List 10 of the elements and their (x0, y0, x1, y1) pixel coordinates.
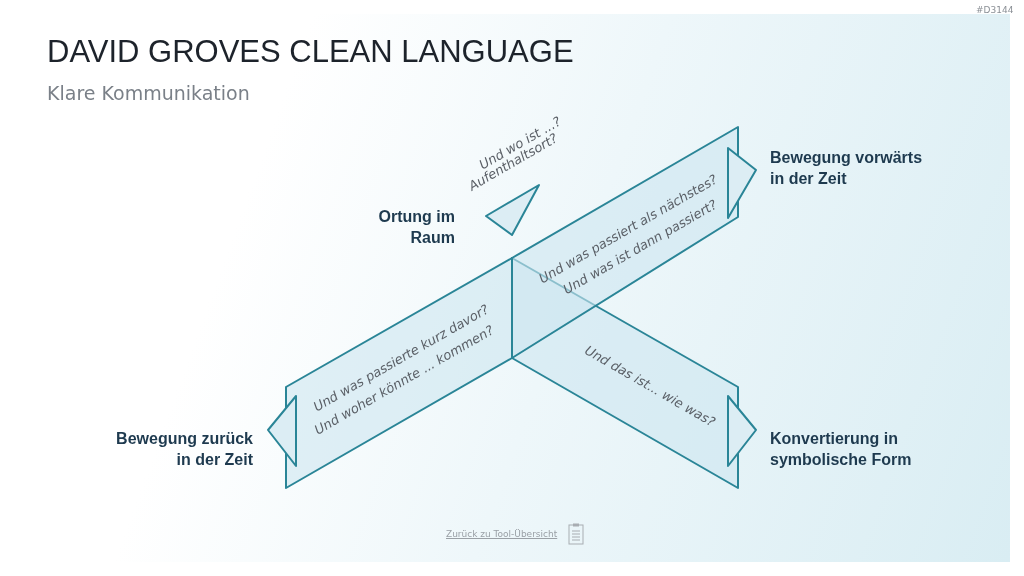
direction-label: Ortung im Raum (377, 207, 455, 248)
question-text: Und das ist... wie was? (582, 342, 718, 430)
back-link: Zurück zu Tool-Übersicht (446, 529, 558, 539)
subtitle: Klare Kommunikation (47, 82, 250, 104)
reference-code: #D3144 (976, 5, 1014, 15)
direction-label: Bewegung vorwärts in der Zeit (770, 148, 924, 189)
direction-label: Bewegung zurück in der Zeit (115, 429, 253, 470)
slide-title: DAVID GROVES CLEAN LANGUAGE (47, 34, 574, 70)
question-band (267, 258, 512, 488)
direction-label: Konvertierung in symbolische Form (770, 429, 913, 470)
